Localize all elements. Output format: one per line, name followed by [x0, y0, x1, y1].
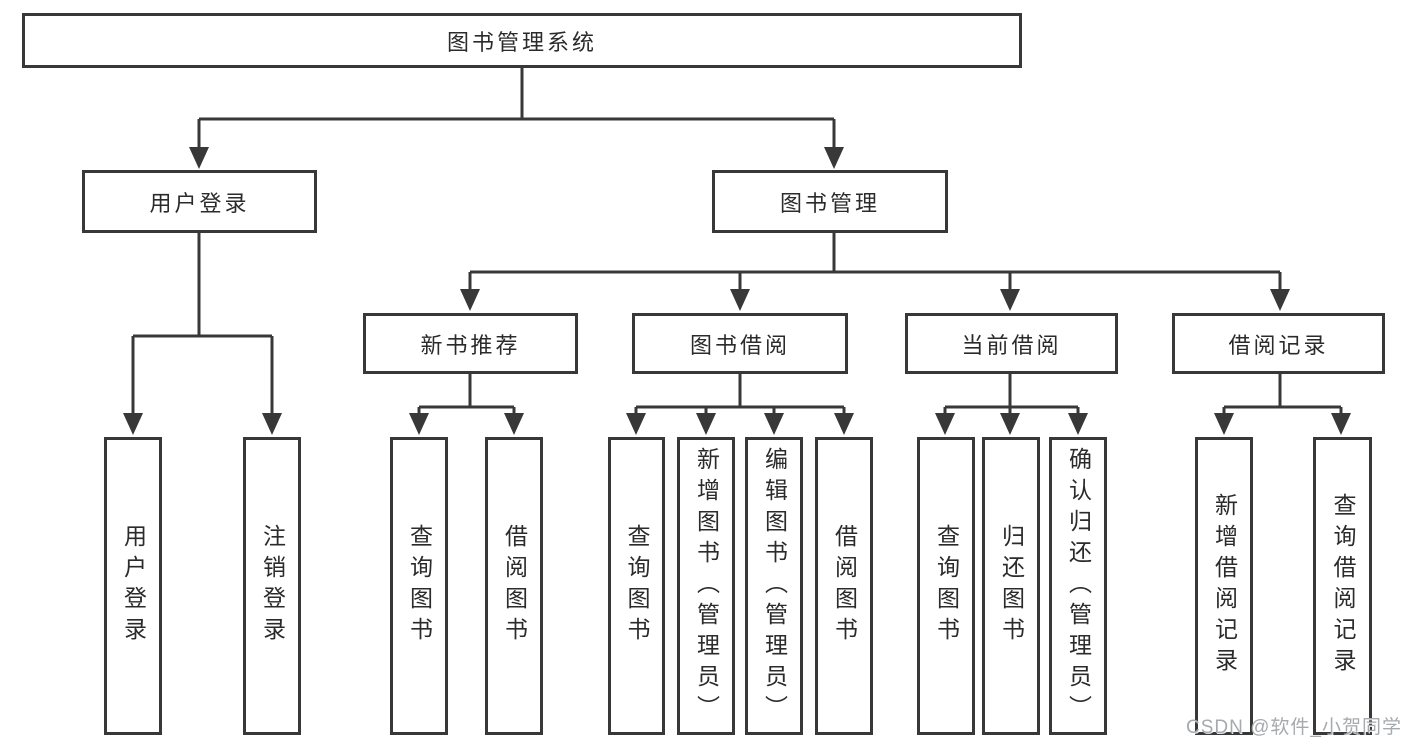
leaf-add-borrow-record: 新增借阅记录 [1195, 437, 1253, 735]
leaf-query-books-current: 查询图书 [917, 437, 975, 735]
leaf-user-login: 用户登录 [104, 437, 162, 735]
node-borrowing-records: 借阅记录 [1172, 313, 1385, 374]
node-book-borrowing: 图书借阅 [632, 313, 848, 374]
leaf-add-book-admin: 新增图书（管理员） [677, 437, 735, 735]
node-current-borrowing: 当前借阅 [905, 313, 1118, 374]
node-new-book-recommend: 新书推荐 [363, 313, 578, 374]
leaf-query-borrow-record: 查询借阅记录 [1313, 437, 1372, 735]
watermark-text: CSDN @软件_小贺同学 [1186, 717, 1402, 738]
node-book-management: 图书管理 [712, 170, 948, 233]
leaf-confirm-return-admin: 确认归还（管理员） [1049, 437, 1107, 735]
leaf-query-books-recommend: 查询图书 [390, 437, 448, 735]
leaf-query-books-borrowing: 查询图书 [608, 437, 665, 735]
arrowheads [123, 147, 1351, 435]
node-user-login: 用户登录 [82, 170, 317, 233]
leaf-logout: 注销登录 [243, 437, 301, 735]
leaf-borrow-books-recommend: 借阅图书 [485, 437, 543, 735]
leaf-borrow-books-borrowing: 借阅图书 [815, 437, 873, 735]
node-root-library-system: 图书管理系统 [22, 13, 1022, 68]
leaf-return-books: 归还图书 [982, 437, 1040, 735]
leaf-edit-book-admin: 编辑图书（管理员） [745, 437, 803, 735]
